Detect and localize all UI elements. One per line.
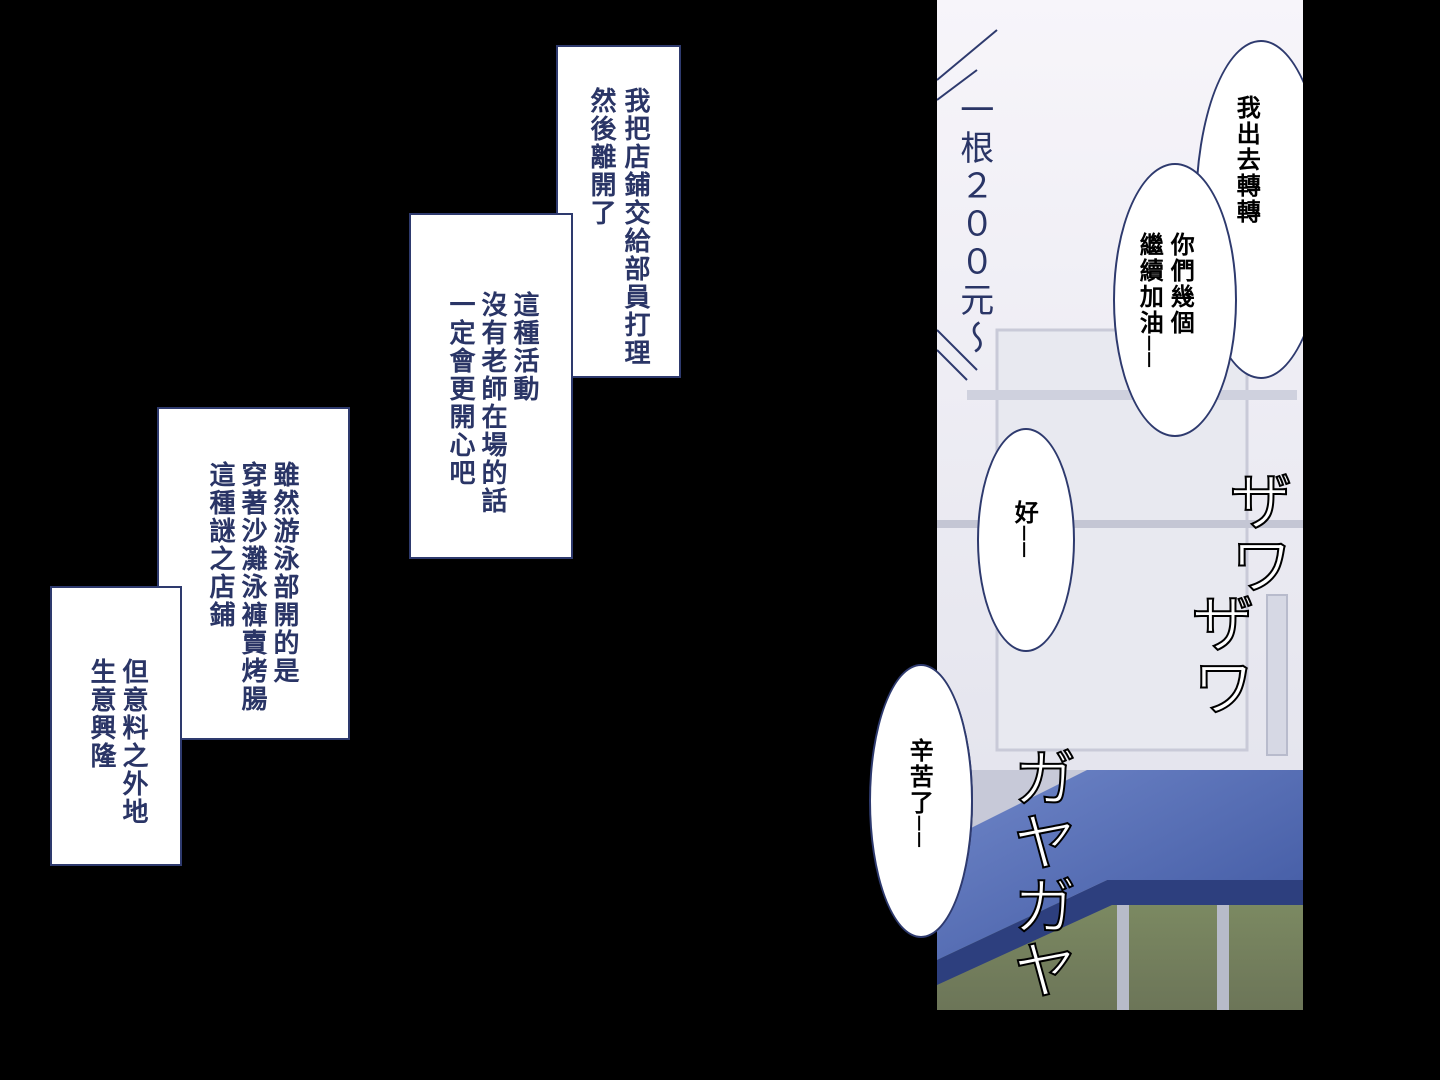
sfx-gaya: ガヤガヤ <box>1001 744 1077 1002</box>
caption-2-line-3: 一定會更開心吧 <box>445 291 475 487</box>
caption-3-line-2: 穿著沙灘泳褲賣烤腸 <box>237 461 267 713</box>
speech-bubble-3 <box>977 428 1075 652</box>
caption-1-line-2: 然後離開了 <box>586 87 616 227</box>
speech-bubble-2-line-2: 繼續加油── <box>1135 232 1164 369</box>
speech-bubble-4-text: 辛苦了── <box>905 738 934 849</box>
caption-3-line-3: 這種謎之店鋪 <box>205 461 235 629</box>
comic-panel-scene: 一根２００元～ 我出去轉轉 你們幾個 繼續加油── 好── ザワ ザワ ガヤガヤ <box>937 0 1303 1010</box>
speech-bubble-4-outer <box>869 664 973 938</box>
caption-box-3: 雖然游泳部開的是 穿著沙灘泳褲賣烤腸 這種謎之店鋪 <box>157 407 350 740</box>
caption-4-line-2: 生意興隆 <box>86 658 116 770</box>
speech-bubble-2-line-1: 你們幾個 <box>1166 232 1195 336</box>
caption-4-line-1: 但意料之外地 <box>118 658 148 826</box>
caption-box-2-step <box>571 376 572 377</box>
caption-1-line-1: 我把店鋪交給部員打理 <box>620 87 650 367</box>
caption-box-4: 但意料之外地 生意興隆 <box>50 586 182 866</box>
price-sign-text: 一根２００元～ <box>953 92 994 358</box>
caption-2-line-1: 這種活動 <box>509 291 539 403</box>
sfx-zawa-1: ザワ <box>1217 467 1293 597</box>
speech-bubble-2 <box>1113 163 1237 437</box>
speech-bubble-1-text: 我出去轉轉 <box>1232 95 1261 225</box>
caption-3-line-1: 雖然游泳部開的是 <box>269 461 299 685</box>
caption-2-line-2: 沒有老師在場的話 <box>477 291 507 515</box>
caption-box-2: 這種活動 沒有老師在場的話 一定會更開心吧 <box>409 213 573 559</box>
speech-bubble-3-text: 好── <box>1010 500 1039 559</box>
caption-box-1: 我把店鋪交給部員打理 然後離開了 <box>556 45 681 378</box>
sfx-zawa-2: ザワ <box>1179 589 1255 719</box>
